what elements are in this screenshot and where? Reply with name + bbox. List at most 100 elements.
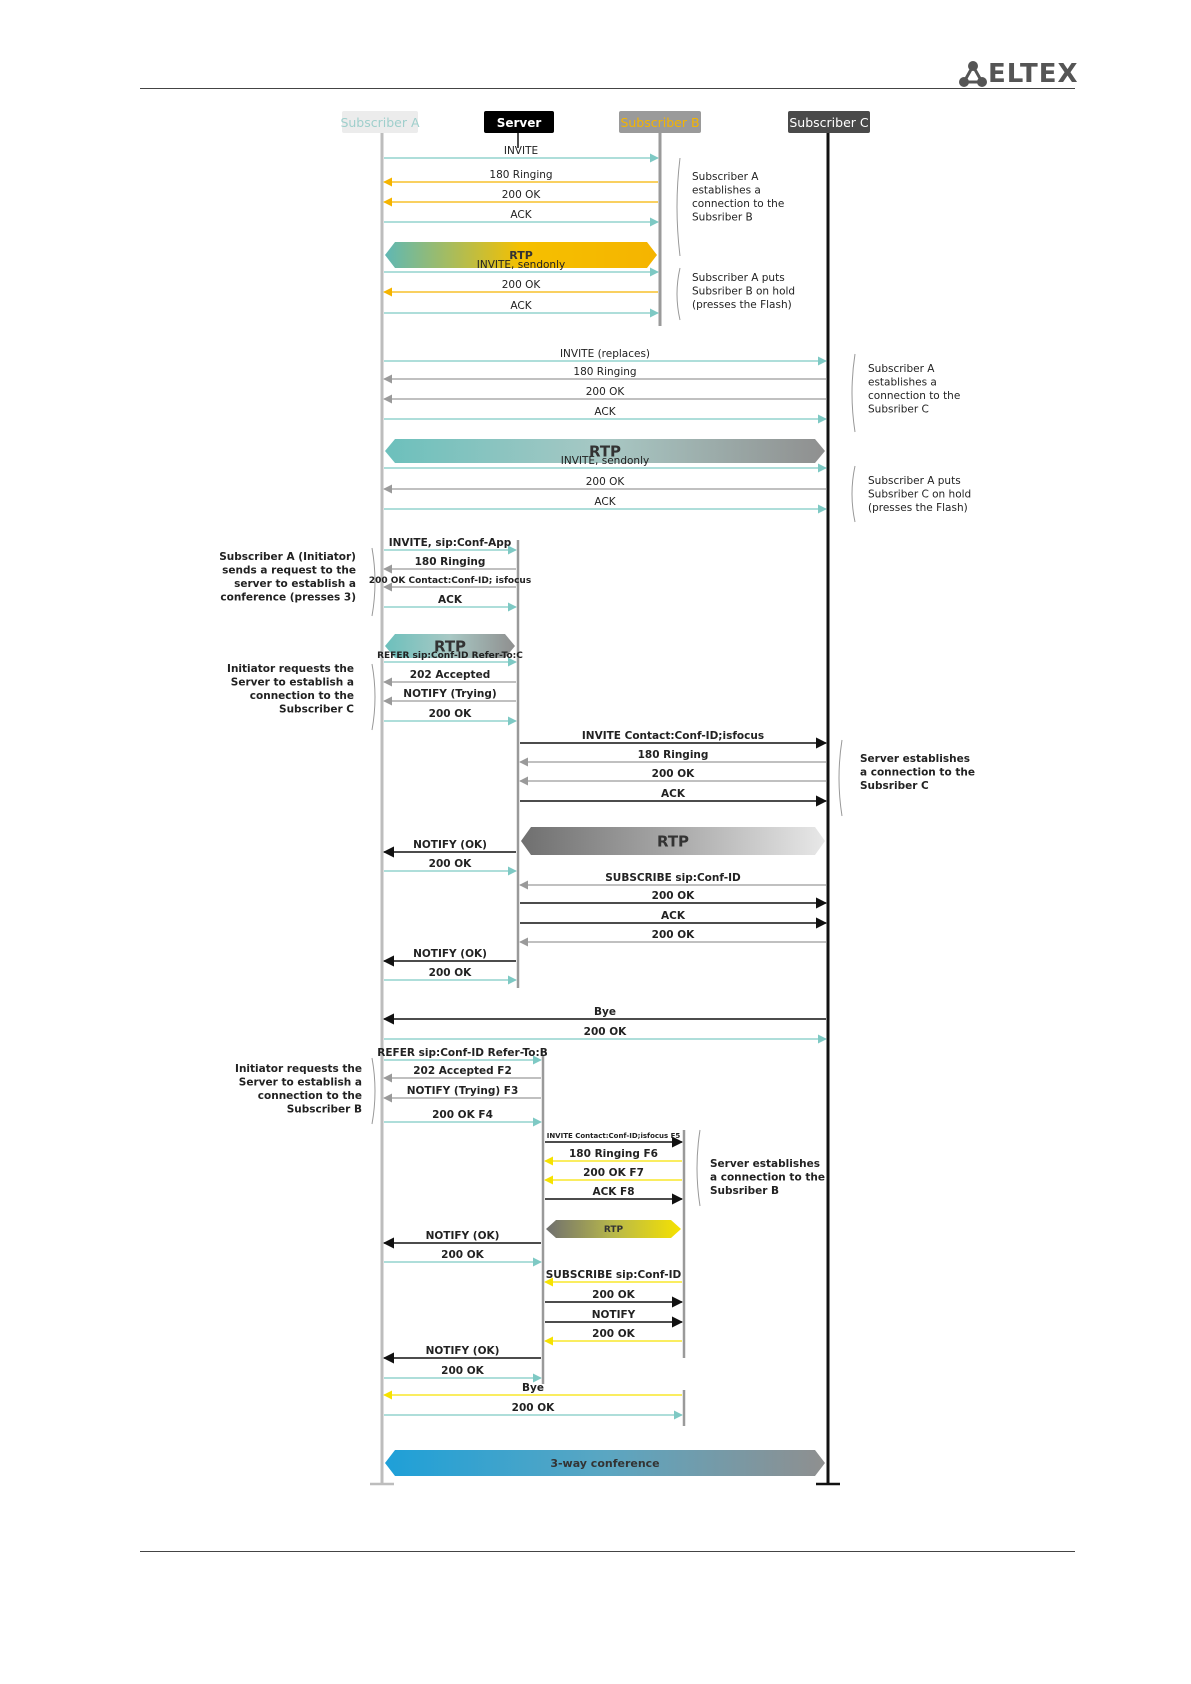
message: 200 OK Contact:Conf-ID; isfocus [369,576,531,592]
message: INVITE Contact:Conf-ID;isfocus F5 [545,1132,684,1148]
note-line: conference (presses 3) [220,592,356,604]
message-label: 200 OK [592,1289,635,1301]
message: ACK [520,788,828,807]
note-line: Subscriber A (Initiator) [219,551,356,563]
message: 180 Ringing [383,556,516,574]
message-label: 200 OK F4 [432,1109,493,1121]
message: 200 OK [384,1249,542,1267]
message-label: ACK F8 [592,1186,634,1198]
note-line: Server establishes [860,753,970,765]
message-label: 200 OK [502,189,542,201]
eltex-logo: ELTEX [958,58,1078,90]
message: NOTIFY (OK) [382,839,516,858]
message-label: ACK [661,910,686,922]
note-line: establishes a [692,185,761,197]
message-label: 200 OK [586,386,626,398]
note-line: establishes a [868,377,937,389]
note-line: connection to the [258,1090,362,1102]
message: 200 OK [544,1328,682,1346]
participant-label: Subscriber C [789,115,869,130]
message: INVITE, sendonly [384,259,659,277]
message-label: ACK [594,496,616,508]
note-line: Subsriber C on hold [868,489,971,501]
note-line: Subsriber C [868,404,929,416]
participant-label: Subscriber B [620,115,699,130]
note-brace [676,157,681,257]
note-line: (presses the Flash) [868,502,968,514]
note-line: Subscriber C [279,704,354,716]
message: 200 OK [384,858,517,876]
rtp-bar-label: RTP [509,249,533,262]
rtp-bar-label: RTP [589,442,621,460]
message-label: ACK [438,594,463,606]
rtp-bar-label: RTP [434,637,466,655]
note-line: Subscriber A puts [692,272,785,284]
participant-label: Server [497,116,542,130]
rtp-bar [385,439,825,463]
note-line: a connection to the [710,1172,825,1184]
message: ACK [384,594,517,612]
message: 200 OK [384,1026,827,1044]
message: SUBSCRIBE sip:Conf-ID [519,872,826,890]
message: INVITE, sip:Conf-App [384,537,517,555]
note-line: Server to establish a [231,677,354,689]
note-brace [371,663,376,731]
message-label: 200 OK [429,858,472,870]
participant-B: Subscriber B [619,111,701,133]
message: SUBSCRIBE sip:Conf-ID [544,1269,682,1287]
message-label: 202 Accepted [410,669,490,681]
message-label: 180 Ringing [489,169,552,181]
participant-box [484,111,554,133]
message-label: INVITE (replaces) [560,348,650,360]
message-label: REFER sip:Conf-ID Refer-To:C [377,651,523,661]
message-label: INVITE, sendonly [561,455,649,467]
message-label: 200 OK [502,279,542,291]
message-label: 200 OK Contact:Conf-ID; isfocus [369,576,531,586]
note-line: sends a request to the [222,565,356,577]
message: ACK [520,910,828,929]
message-label: REFER sip:Conf-ID Refer-To:B [377,1047,547,1059]
message: 200 OK [384,1402,683,1420]
rtp-bar [385,634,515,658]
note-line: Initiator requests the [227,663,354,675]
message-label: 200 OK F7 [583,1167,644,1179]
message: 180 Ringing [519,749,826,767]
message-label: 200 OK [429,967,472,979]
message: ACK [384,300,659,318]
rtp-bar [546,1220,681,1238]
message-label: ACK [510,209,532,221]
note-line: Subscriber A puts [868,475,961,487]
message: 200 OK [383,386,826,404]
message: NOTIFY (Trying) F3 [383,1085,541,1103]
message: 200 OK [383,476,826,494]
note-line: Subsriber B on hold [692,286,795,298]
message: Bye [383,1382,682,1400]
note-line: connection to the [250,690,354,702]
message: ACK [384,209,659,227]
rtp-bar-label: RTP [657,832,689,850]
message-label: 200 OK [512,1402,555,1414]
note-line: Subscriber A [868,363,935,375]
rtp-bar [521,827,825,855]
message-label: 200 OK [429,708,472,720]
message-label: INVITE Contact:Conf-ID;isfocus F5 [547,1132,681,1140]
message-label: 200 OK [441,1249,484,1261]
message-label: INVITE Contact:Conf-ID;isfocus [582,730,764,742]
message: ACK F8 [545,1186,684,1205]
message-label: 202 Accepted F2 [413,1065,512,1077]
note-line: server to establish a [234,578,356,590]
message: 200 OK [519,929,826,947]
message-label: 200 OK [441,1365,484,1377]
note-brace [371,547,376,617]
message-label: NOTIFY (OK) [426,1230,500,1242]
message-label: NOTIFY (OK) [413,839,487,851]
message: 200 OK [520,890,828,909]
message: 200 OK [519,768,826,786]
message: 200 OK [383,279,658,297]
note-brace [838,739,843,817]
rtp-bar-label: RTP [604,1225,624,1235]
message: NOTIFY (OK) [382,1345,541,1364]
